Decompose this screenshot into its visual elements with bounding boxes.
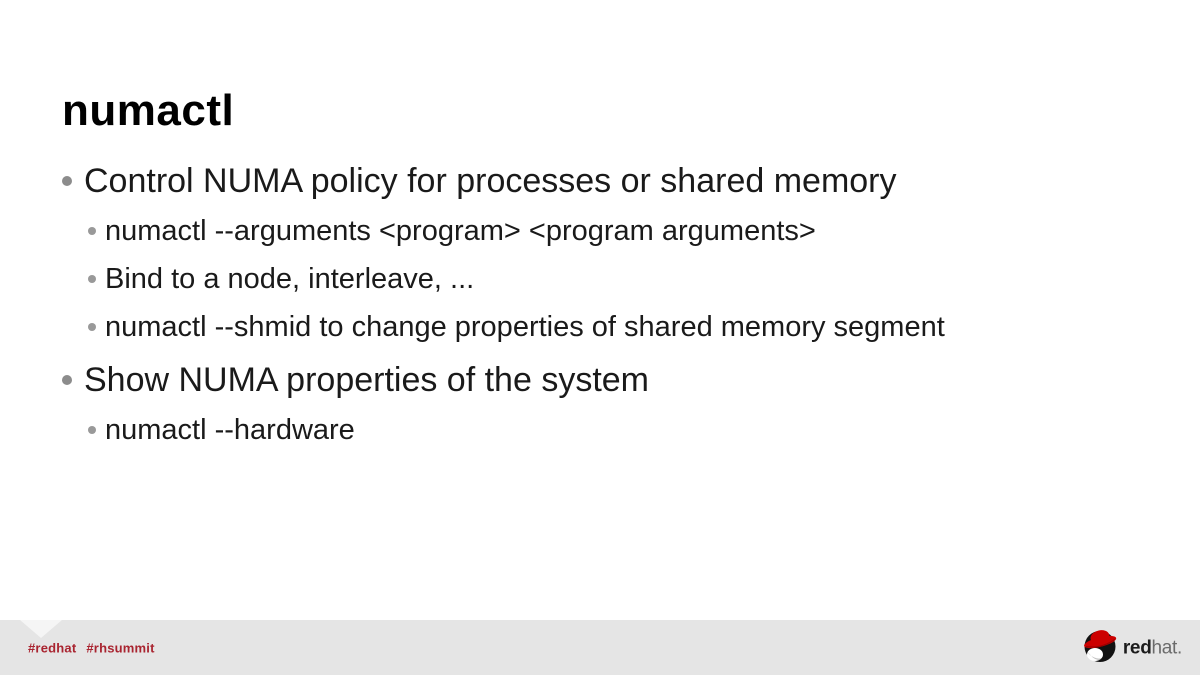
bullet-dot-icon bbox=[62, 375, 72, 385]
slide-title: numactl bbox=[62, 86, 235, 136]
wordmark-red: red bbox=[1122, 637, 1152, 658]
logo-wordmark: redhat. bbox=[1123, 638, 1182, 657]
bullet-text: Bind to a node, interleave, ... bbox=[105, 262, 475, 295]
bullet-dot-icon bbox=[88, 323, 96, 331]
bullet-text: numactl --hardware bbox=[105, 413, 355, 446]
footer-notch bbox=[20, 620, 62, 638]
bullet-item: numactl --hardware bbox=[88, 406, 1160, 454]
hashtags: #redhat #rhsummit bbox=[28, 640, 155, 655]
bullet-item: Control NUMA policy for processes or sha… bbox=[62, 155, 1160, 207]
bullet-text: numactl --arguments <program> <program a… bbox=[105, 214, 816, 247]
redhat-logo: redhat. bbox=[1082, 627, 1182, 668]
bullet-dot-icon bbox=[88, 275, 96, 283]
bullet-text: Control NUMA policy for processes or sha… bbox=[84, 161, 897, 200]
footer-bar: #redhat #rhsummit redhat. bbox=[0, 620, 1200, 675]
bullet-dot-icon bbox=[62, 176, 72, 186]
bullet-dot-icon bbox=[88, 227, 96, 235]
bullet-item: Show NUMA properties of the system bbox=[62, 354, 1160, 406]
shadowman-hat-icon bbox=[1082, 627, 1118, 668]
bullet-dot-icon bbox=[88, 426, 96, 434]
bullet-item: Bind to a node, interleave, ... bbox=[88, 255, 1160, 303]
hashtag-redhat: #redhat bbox=[28, 640, 77, 655]
bullet-list: Control NUMA policy for processes or sha… bbox=[62, 152, 1160, 454]
wordmark-hat: hat. bbox=[1151, 637, 1183, 658]
bullet-item: numactl --arguments <program> <program a… bbox=[88, 207, 1160, 255]
hashtag-rhsummit: #rhsummit bbox=[86, 640, 155, 655]
bullet-text: Show NUMA properties of the system bbox=[84, 360, 650, 399]
bullet-text: numactl --shmid to change properties of … bbox=[105, 310, 945, 343]
bullet-item: numactl --shmid to change properties of … bbox=[88, 303, 1160, 351]
